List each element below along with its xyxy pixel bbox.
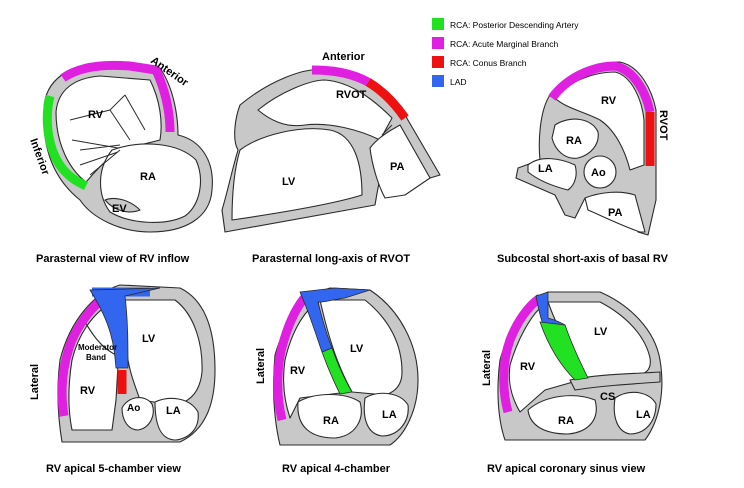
panel-rv-inflow: RV RA EV Anterior Inferior Parasternal v… [27, 55, 213, 265]
a4c-amb-segment [273, 293, 310, 422]
subcostal-pa-cavity [584, 191, 646, 233]
legend-label-conus: RCA: Conus Branch [450, 58, 527, 68]
panel-apical-4-chamber: RV LV RA LA Lateral RV apical 4-chamber [255, 287, 419, 475]
a4c-lateral-label: Lateral [255, 348, 267, 384]
acs-la-cavity [613, 391, 657, 435]
acs-cs-label: CS [600, 391, 615, 403]
rv-inflow-rv-label: RV [88, 109, 104, 121]
legend-swatch-amb [432, 37, 444, 49]
a4c-lad-segment [299, 287, 371, 353]
a4c-ra-label: RA [323, 415, 339, 427]
rvot-lv-label: LV [282, 176, 296, 188]
a5c-moderator-label-2: Band [86, 353, 106, 362]
acs-ra-cavity [527, 395, 597, 435]
rv-inflow-ev-label: EV [112, 203, 127, 215]
a4c-rv-label: RV [290, 365, 306, 377]
subcostal-la-label: LA [538, 163, 553, 175]
a4c-la-label: LA [382, 409, 397, 421]
rv-inflow-ev-valve [104, 197, 141, 213]
a5c-rv-label: RV [80, 385, 96, 397]
subcostal-ao-label: Ao [591, 167, 606, 179]
acs-la-label: LA [636, 409, 651, 421]
legend-label-lad: LAD [450, 77, 467, 87]
subcostal-caption: Subcostal short-axis of basal RV [497, 253, 669, 265]
acs-lv-label: LV [594, 326, 608, 338]
a4c-pda-segment [321, 347, 353, 395]
rv-inflow-ra-label: RA [140, 171, 156, 183]
rvot-conus-segment [365, 78, 409, 121]
panel-apical-5-chamber: LV Moderator Band RV Ao LA Lateral RV ap… [29, 284, 216, 475]
rvot-pa-label: PA [390, 161, 405, 173]
rv-inflow-amb-segment [60, 60, 175, 133]
rvot-valve-leaflet [381, 124, 393, 136]
legend-swatch-lad [432, 75, 444, 87]
rvot-anterior-label: Anterior [322, 51, 366, 63]
acs-rv-label: RV [520, 361, 536, 373]
rv-inflow-pda-segment [42, 94, 89, 191]
subcostal-rv-label: RV [601, 95, 617, 107]
subcostal-ra-label: RA [566, 135, 582, 147]
a5c-lateral-label: Lateral [29, 364, 41, 400]
subcostal-ao-cavity [583, 155, 617, 189]
legend: RCA: Posterior Descending Artery RCA: Ac… [432, 18, 579, 87]
rv-inflow-chordae [69, 94, 146, 176]
a4c-la-cavity [363, 392, 409, 437]
a5c-caption: RV apical 5-chamber view [46, 463, 181, 475]
subcostal-pa-label: PA [608, 207, 623, 219]
legend-swatch-pda [432, 18, 444, 30]
acs-caption: RV apical coronary sinus view [487, 463, 646, 475]
rv-inflow-caption: Parasternal view of RV inflow [36, 253, 190, 265]
acs-coronary-sinus [569, 371, 661, 391]
acs-lateral-label: Lateral [481, 350, 493, 386]
legend-label-amb: RCA: Acute Marginal Branch [450, 39, 558, 49]
a5c-amb-segment [57, 291, 111, 417]
a5c-lv-label: LV [142, 333, 156, 345]
legend-swatch-conus [432, 56, 444, 68]
subcostal-rvot-label: RVOT [657, 110, 669, 141]
a4c-caption: RV apical 4-chamber [282, 463, 391, 475]
legend-label-pda: RCA: Posterior Descending Artery [450, 20, 579, 30]
acs-pda-segment [539, 321, 589, 381]
a5c-moderator-label-1: Moderator [78, 343, 117, 352]
subcostal-rv-cavity [554, 71, 645, 171]
a5c-la-cavity [154, 397, 199, 441]
rvot-caption: Parasternal long-axis of RVOT [252, 253, 410, 265]
subcostal-la-cavity [527, 158, 577, 191]
rvot-rvot-label: RVOT [336, 89, 367, 101]
panel-rvot-long-axis: Anterior RVOT LV PA Parasternal long-axi… [221, 51, 441, 265]
a5c-rv-cavity [68, 304, 119, 431]
a4c-lv-cavity [319, 299, 403, 396]
a4c-ra-cavity [297, 394, 362, 439]
panel-subcostal-short-axis: RV RA Ao LA PA RVOT Subcostal short-axis… [497, 61, 669, 265]
acs-amb-segment [499, 294, 543, 414]
rvot-pa-cavity [369, 124, 431, 199]
rvot-amb-segment [311, 65, 371, 87]
rvot-rvot-cavity [257, 79, 393, 141]
subcostal-ra-cavity [551, 118, 599, 159]
a5c-ao-label: Ao [127, 403, 140, 414]
a5c-ao-cavity [121, 397, 154, 431]
a5c-lad-band-fill [89, 287, 161, 369]
rvot-lv-cavity [231, 128, 363, 221]
a4c-lv-label: LV [350, 343, 364, 355]
acs-ra-label: RA [558, 415, 574, 427]
a5c-la-label: LA [166, 405, 181, 417]
subcostal-amb-segment [548, 61, 655, 114]
panel-apical-coronary-sinus: RV LV CS RA LA Lateral RV apical coronar… [481, 291, 663, 475]
